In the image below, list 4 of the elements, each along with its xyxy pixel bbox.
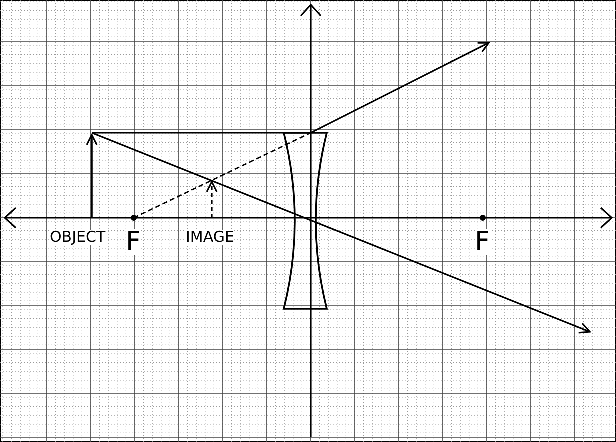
object-label: OBJECT (50, 230, 106, 245)
focal-point-label: F (475, 229, 490, 255)
focal-point-label: F (126, 229, 141, 255)
image-label: IMAGE (186, 230, 234, 245)
